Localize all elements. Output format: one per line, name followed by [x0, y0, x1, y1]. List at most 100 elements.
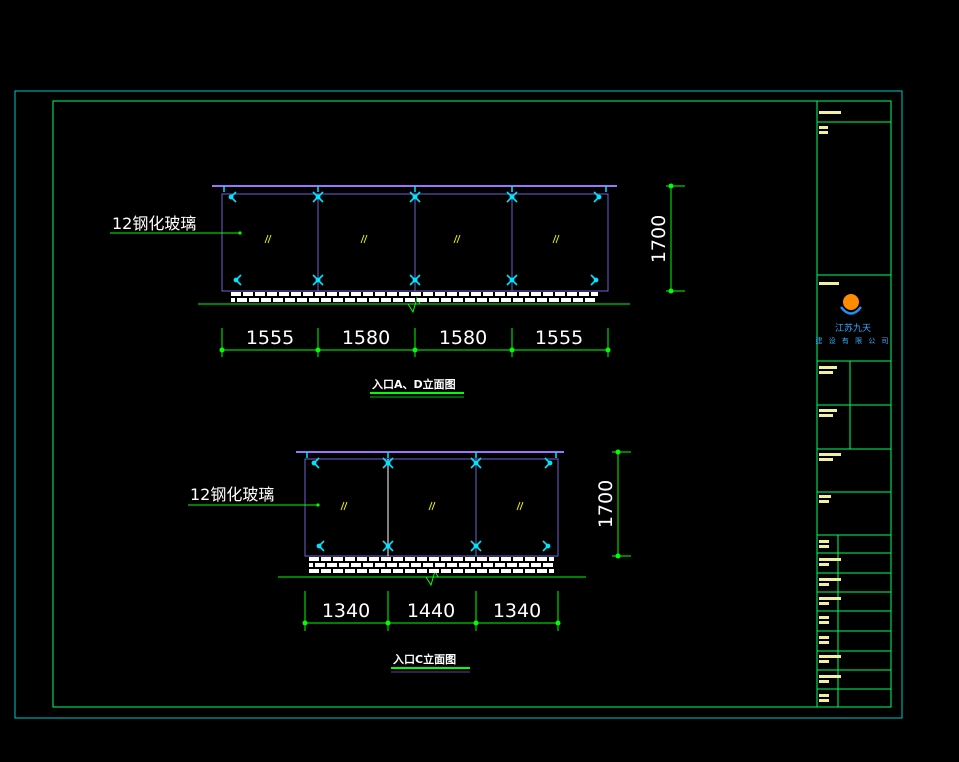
brick — [321, 298, 331, 302]
height-dimension — [612, 449, 631, 559]
brick — [453, 557, 463, 561]
brick — [273, 298, 283, 302]
width-dimension-text: 1580 — [439, 327, 487, 349]
glass-hatch-marks — [264, 234, 560, 244]
spider-fitting-icon — [311, 457, 320, 469]
height-dimension — [666, 183, 685, 294]
spider-fitting-icon — [382, 457, 394, 469]
width-dimension-line — [219, 328, 611, 357]
spider-fitting-icon — [470, 540, 482, 552]
brick — [387, 563, 397, 567]
brick — [519, 563, 529, 567]
brick — [447, 292, 457, 296]
brick — [369, 557, 379, 561]
brick — [441, 298, 451, 302]
brick — [429, 569, 439, 573]
brick — [465, 569, 475, 573]
width-dimension-text: 1440 — [407, 600, 455, 622]
brick — [255, 292, 265, 296]
brick — [513, 569, 523, 573]
brick — [339, 292, 349, 296]
brick — [459, 292, 469, 296]
spider-fitting-icon — [544, 457, 553, 469]
brick — [393, 298, 403, 302]
brick — [495, 563, 505, 567]
spider-fitting-icon — [506, 274, 518, 286]
title-block-field-labels — [819, 111, 841, 702]
brick — [501, 557, 511, 561]
brick — [513, 557, 523, 561]
spider-fitting-icon — [590, 274, 599, 286]
brick — [357, 557, 367, 561]
brick — [543, 292, 553, 296]
brick — [291, 292, 301, 296]
break-mark — [425, 569, 439, 587]
glass-panel-outline — [304, 458, 559, 557]
brick — [381, 298, 391, 302]
company-name-line1: 江苏九天 — [835, 322, 871, 334]
width-dimension-text: 1340 — [322, 600, 370, 622]
brick — [513, 298, 523, 302]
brick — [387, 292, 397, 296]
brick — [453, 298, 463, 302]
brick — [483, 563, 493, 567]
width-dimension-text: 1580 — [342, 327, 390, 349]
drawing-title: 入口C立面图 — [393, 652, 456, 666]
brick — [237, 298, 247, 302]
brick — [393, 557, 403, 561]
brick — [483, 292, 493, 296]
company-name-line2: 建 设 有 限 公 司 — [815, 336, 890, 345]
width-dimension-line — [302, 591, 561, 631]
brick — [441, 569, 451, 573]
drawing-title: 入口A、D立面图 — [372, 377, 456, 391]
brick — [507, 292, 517, 296]
company-logo-icon — [840, 294, 862, 315]
brick — [417, 557, 427, 561]
spider-fitting-icon — [312, 274, 324, 286]
spider-fitting-icon — [316, 540, 325, 552]
brick — [507, 563, 517, 567]
brick — [465, 298, 475, 302]
brick — [537, 557, 547, 561]
brick — [417, 298, 427, 302]
brick — [345, 557, 355, 561]
brick — [297, 298, 307, 302]
height-dimension-text: 1700 — [648, 215, 670, 263]
brick — [549, 557, 554, 561]
spider-fitting-icon — [542, 540, 551, 552]
brick — [477, 298, 487, 302]
brick-base — [231, 292, 598, 302]
brick — [549, 298, 559, 302]
brick — [525, 569, 535, 573]
spider-fitting-icon — [312, 191, 324, 203]
brick — [339, 563, 349, 567]
brick — [501, 298, 511, 302]
spider-fitting-icon — [409, 191, 421, 203]
brick — [435, 292, 445, 296]
brick — [405, 569, 415, 573]
spider-fittings — [223, 186, 607, 286]
brick — [579, 292, 589, 296]
brick — [471, 292, 481, 296]
brick — [357, 569, 367, 573]
brick — [447, 563, 457, 567]
brick — [309, 563, 313, 567]
brick — [315, 292, 325, 296]
brick — [591, 292, 598, 296]
brick — [441, 557, 451, 561]
height-dimension-text: 1700 — [595, 480, 617, 528]
spider-fittings — [306, 452, 557, 552]
brick-base — [309, 557, 554, 573]
spider-fitting-icon — [506, 191, 518, 203]
brick — [363, 563, 373, 567]
brick — [549, 569, 554, 573]
brick — [327, 563, 337, 567]
brick — [489, 557, 499, 561]
brick — [477, 569, 487, 573]
brick — [435, 563, 445, 567]
brick — [561, 298, 571, 302]
title-block — [816, 101, 891, 707]
elevation-ad: 12钢化玻璃 1700 1555 1580 1580 1555 入口A、D立面图 — [110, 183, 685, 398]
brick — [501, 569, 511, 573]
